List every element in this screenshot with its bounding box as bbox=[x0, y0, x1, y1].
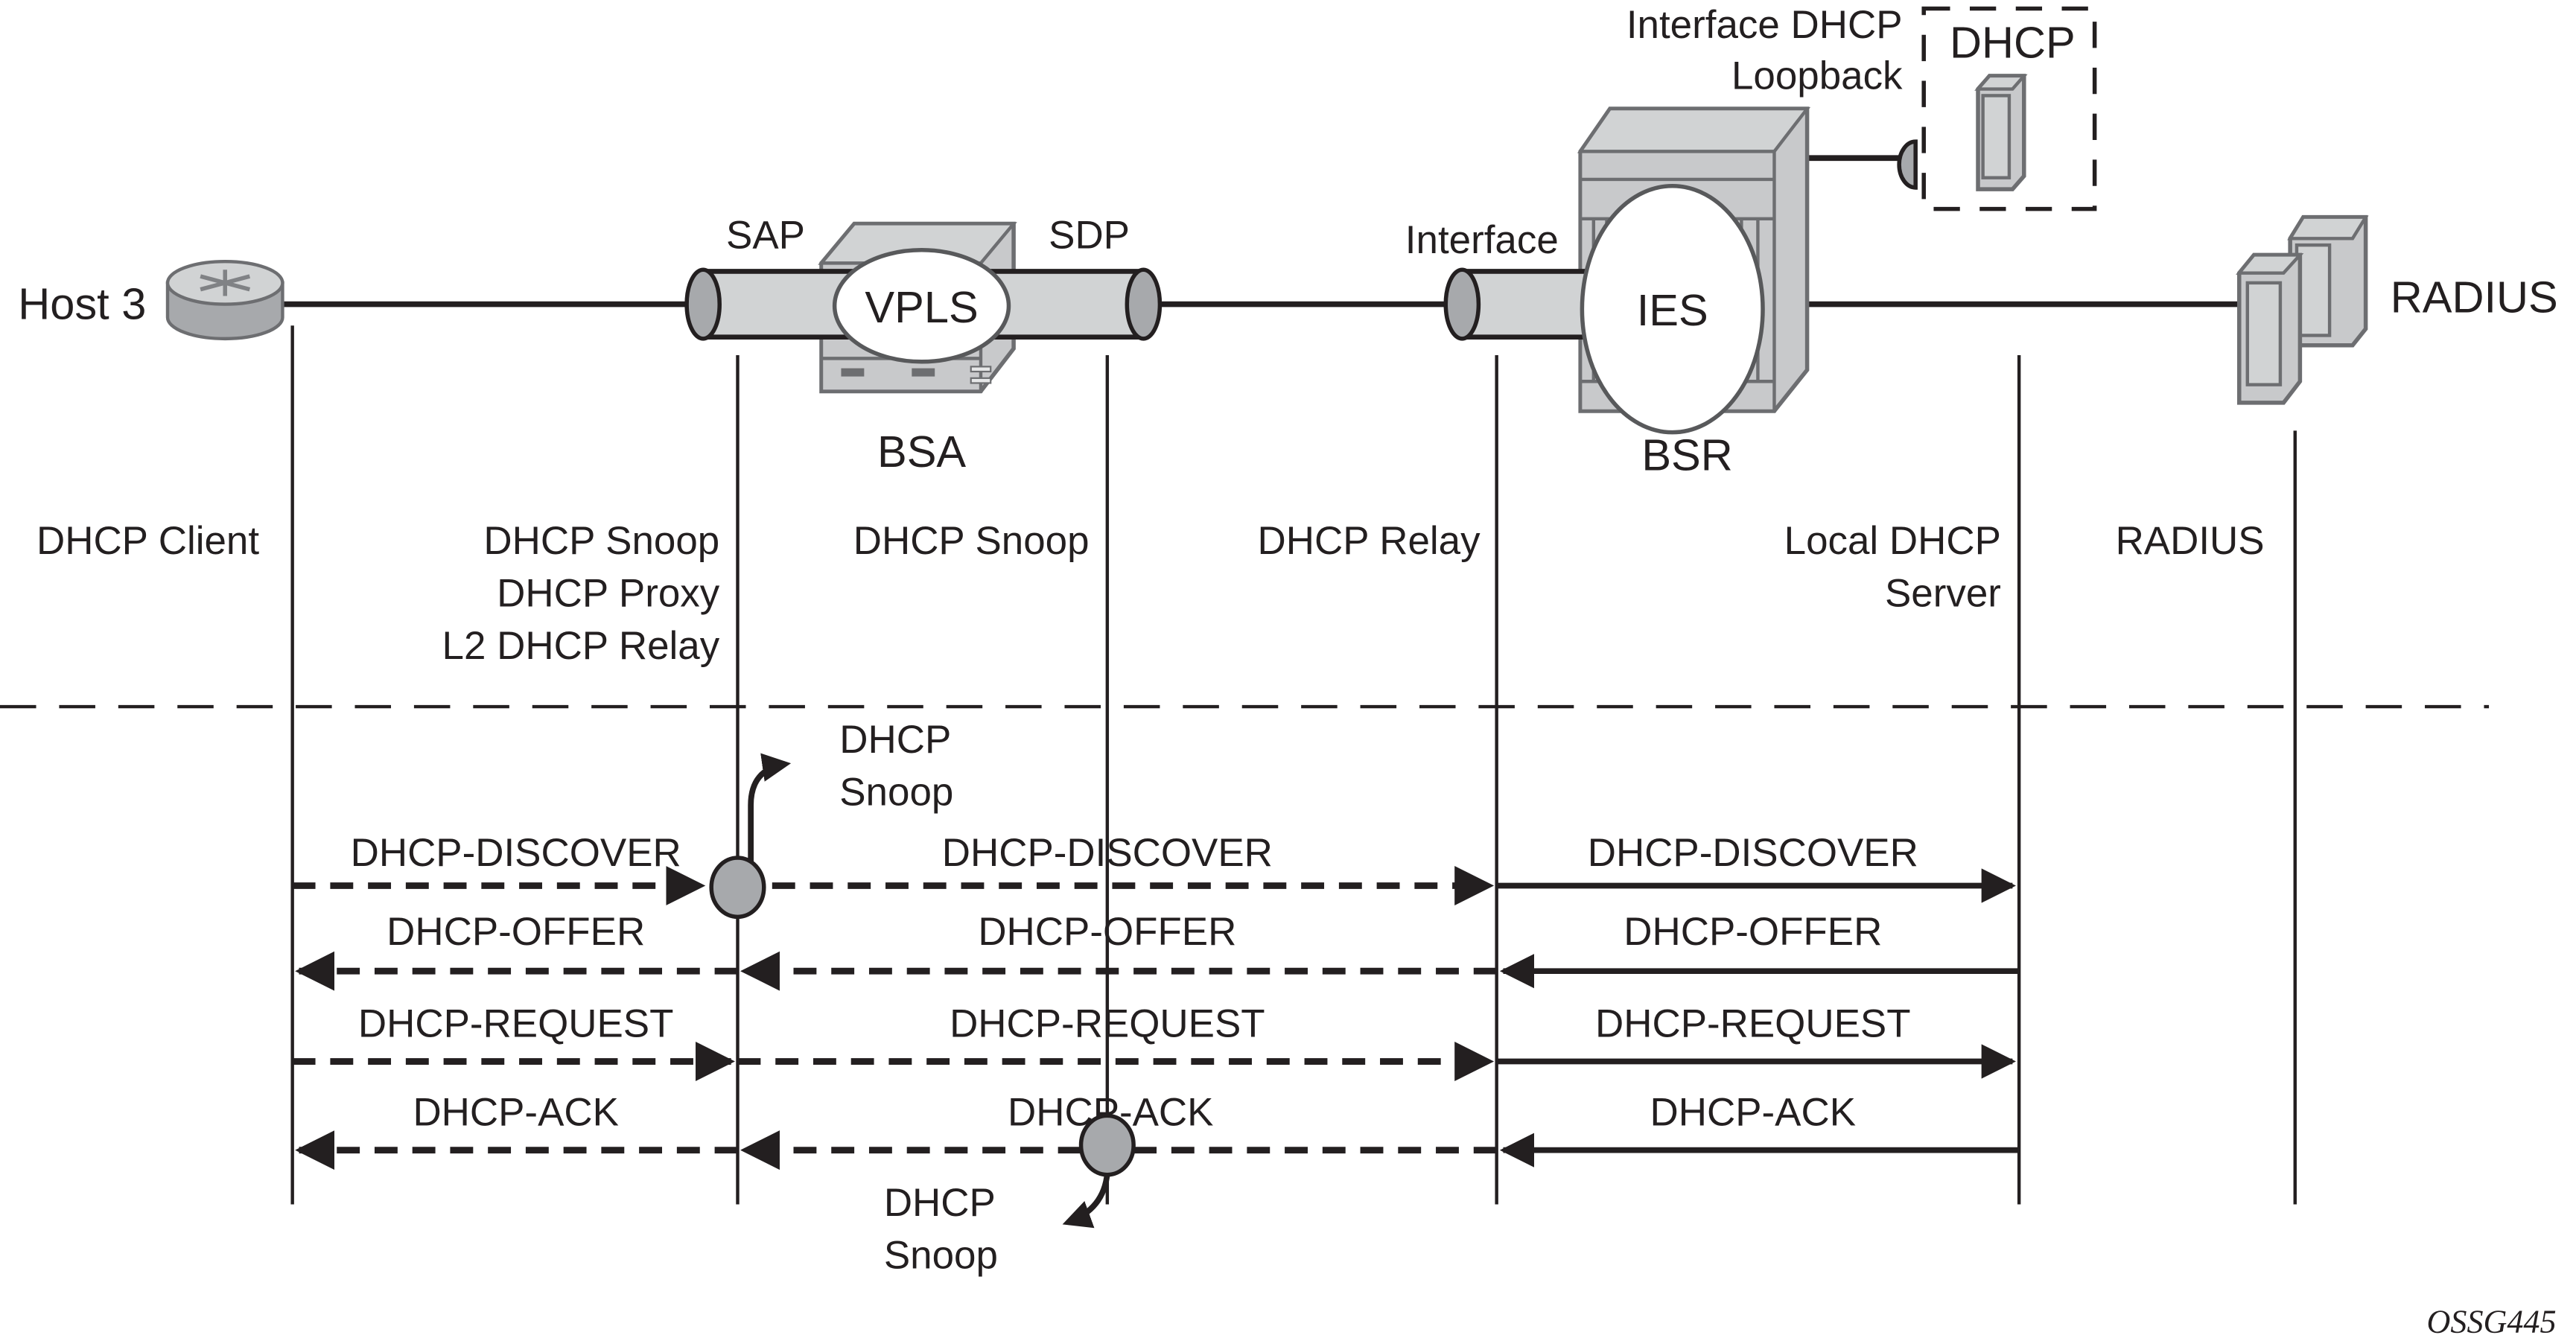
interface-pipe bbox=[1443, 267, 1597, 341]
sap-label: SAP bbox=[726, 214, 805, 258]
figure-id: OSSG445 bbox=[2427, 1304, 2557, 1340]
snoop-point-ack bbox=[1078, 1113, 1136, 1177]
radius-label: RADIUS bbox=[2391, 273, 2558, 322]
loopback-label-line1: Interface DHCP bbox=[1626, 3, 1903, 47]
snoop-discover-line2: Snoop bbox=[839, 770, 953, 814]
msg-ack-label-1: DHCP-ACK bbox=[413, 1091, 618, 1135]
snoop-ack-line1: DHCP bbox=[884, 1181, 996, 1225]
msg-discover-label-2: DHCP-DISCOVER bbox=[942, 831, 1273, 875]
msg-discover-label-1: DHCP-DISCOVER bbox=[351, 831, 681, 875]
role-sap-3: L2 DHCP Relay bbox=[442, 624, 720, 668]
loopback-interface-icon bbox=[1897, 139, 1918, 190]
role-radius: RADIUS bbox=[2116, 519, 2265, 563]
bsa-label: BSA bbox=[877, 427, 966, 477]
snoop-discover-arrow bbox=[748, 753, 792, 863]
snoop-ack-arrow bbox=[1062, 1173, 1110, 1229]
role-sap-2: DHCP Proxy bbox=[497, 571, 720, 615]
msg-offer-label-3: DHCP-OFFER bbox=[1623, 910, 1882, 954]
sdp-pipe bbox=[983, 267, 1163, 341]
msg-ack-label-3: DHCP-ACK bbox=[1650, 1091, 1856, 1135]
dhcp-server-icon bbox=[1974, 74, 2028, 191]
msg-offer-label-2: DHCP-OFFER bbox=[978, 910, 1236, 954]
msg-request-label-1: DHCP-REQUEST bbox=[358, 1001, 674, 1045]
role-client: DHCP Client bbox=[36, 519, 259, 563]
ies-service-bubble bbox=[1580, 183, 1765, 435]
msg-offer-label-1: DHCP-OFFER bbox=[387, 910, 645, 954]
dhcp-server-label: DHCP bbox=[1950, 18, 2076, 68]
ies-label: IES bbox=[1637, 285, 1708, 335]
msg-request-label-3: DHCP-REQUEST bbox=[1595, 1001, 1911, 1045]
msg-discover-label-3: DHCP-DISCOVER bbox=[1588, 831, 1918, 875]
role-relay: DHCP Relay bbox=[1258, 519, 1481, 563]
snoop-discover-line1: DHCP bbox=[839, 718, 951, 762]
vpls-label: VPLS bbox=[865, 282, 978, 332]
msg-request-label-2: DHCP-REQUEST bbox=[950, 1001, 1265, 1045]
sdp-label: SDP bbox=[1049, 214, 1130, 258]
role-local-server-2: Server bbox=[1885, 571, 2001, 615]
role-sdp: DHCP Snoop bbox=[853, 519, 1090, 563]
bsr-label: BSR bbox=[1641, 430, 1732, 480]
vpls-service-bubble bbox=[832, 248, 1011, 364]
snoop-ack-line2: Snoop bbox=[884, 1233, 998, 1277]
interface-label: Interface bbox=[1405, 218, 1559, 262]
snoop-point-discover bbox=[709, 856, 766, 920]
loopback-label-line2: Loopback bbox=[1731, 54, 1903, 98]
router-icon bbox=[165, 260, 284, 341]
radius-server-icon bbox=[2236, 214, 2369, 405]
role-sap-1: DHCP Snoop bbox=[483, 519, 719, 563]
role-local-server-1: Local DHCP bbox=[1784, 519, 2001, 563]
host-label: Host 3 bbox=[18, 278, 146, 328]
